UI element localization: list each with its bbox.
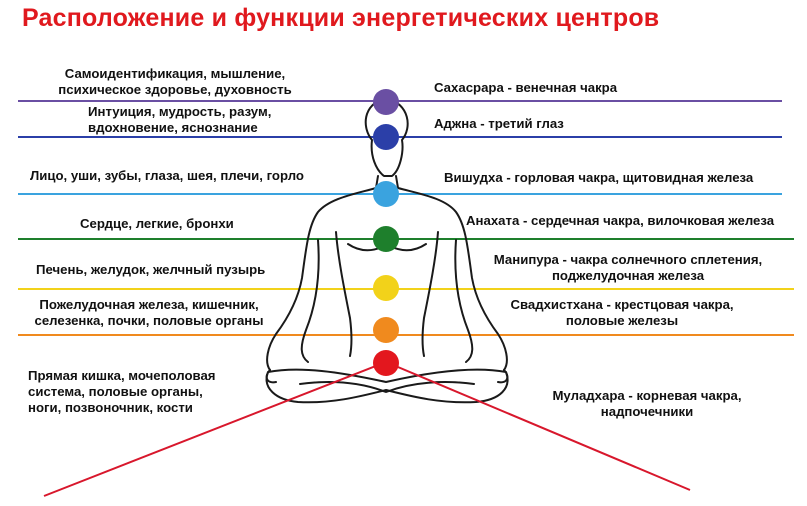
anahata-line — [18, 238, 794, 240]
left-label-line: Прямая кишка, мочеполовая — [28, 368, 216, 383]
right-label-line: половые железы — [565, 313, 679, 328]
right-label-vishuddha: Вишудха - горловая чакра, щитовидная жел… — [444, 170, 753, 186]
left-label-line: ноги, позвоночник, кости — [28, 400, 193, 415]
right-label-line: Манипура - чакра солнечного сплетения, — [493, 252, 763, 267]
right-label-svadhisthana: Свадхистхана - крестцовая чакра, половые… — [494, 297, 750, 329]
chakra-ajna — [373, 124, 399, 150]
left-label-line: Лицо, уши, зубы, глаза, шея, плечи, горл… — [30, 168, 304, 183]
left-label-line: селезенка, почки, половые органы — [34, 313, 264, 328]
right-label-line: Сахасрара - венечная чакра — [434, 80, 618, 95]
right-label-anahata: Анахата - сердечная чакра, вилочковая же… — [466, 213, 774, 229]
left-label-anahata: Сердце, легкие, бронхи — [80, 216, 234, 232]
left-label-muladhara: Прямая кишка, мочеполовая система, полов… — [28, 368, 216, 416]
right-label-line: Свадхистхана - крестцовая чакра, — [510, 297, 734, 312]
ajna-line — [18, 136, 782, 138]
right-label-sahasrara: Сахасрара - венечная чакра — [434, 80, 617, 96]
root-line-left — [43, 361, 387, 497]
right-label-line: надпочечники — [600, 404, 694, 419]
left-label-line: Печень, желудок, желчный пузырь — [36, 262, 266, 277]
left-label-line: Интуиция, мудрость, разум, — [88, 104, 272, 119]
right-label-line: Аджна - третий глаз — [434, 116, 564, 131]
chakra-vishuddha — [373, 181, 399, 207]
svadhisthana-line — [18, 334, 794, 336]
sahasrara-line — [18, 100, 782, 102]
left-label-vishuddha: Лицо, уши, зубы, глаза, шея, плечи, горл… — [30, 168, 304, 184]
left-label-svadhisthana: Пожелудочная железа, кишечник, селезенка… — [22, 297, 276, 329]
right-label-line: Вишудха - горловая чакра, щитовидная жел… — [444, 170, 754, 185]
left-label-line: Пожелудочная железа, кишечник, — [39, 297, 259, 312]
root-line-right — [385, 361, 691, 491]
vishuddha-line — [18, 193, 782, 195]
left-label-ajna: Интуиция, мудрость, разум, вдохновение, … — [88, 104, 271, 136]
right-label-line: Анахата - сердечная чакра, вилочковая же… — [466, 213, 775, 228]
left-label-line: Самоидентификация, мышление, — [64, 66, 286, 81]
left-label-line: вдохновение, яснознание — [88, 120, 258, 135]
chakra-svadhisthana — [373, 317, 399, 343]
left-label-line: психическое здоровье, духовность — [58, 82, 292, 97]
left-label-line: система, половые органы, — [28, 384, 203, 399]
chakra-sahasrara — [373, 89, 399, 115]
right-label-ajna: Аджна - третий глаз — [434, 116, 564, 132]
chakra-muladhara — [373, 350, 399, 376]
right-label-line: Муладхара - корневая чакра, — [552, 388, 742, 403]
left-label-manipura: Печень, желудок, желчный пузырь — [36, 262, 265, 278]
right-label-line: поджелудочная железа — [551, 268, 705, 283]
right-label-muladhara: Муладхара - корневая чакра, надпочечники — [540, 388, 754, 420]
left-label-sahasrara: Самоидентификация, мышление, психическое… — [48, 66, 302, 98]
right-label-manipura: Манипура - чакра солнечного сплетения, п… — [480, 252, 776, 284]
chakra-anahata — [373, 226, 399, 252]
left-label-line: Сердце, легкие, бронхи — [80, 216, 234, 231]
manipura-line — [18, 288, 794, 290]
diagram-title: Расположение и функции энергетических це… — [22, 4, 660, 32]
chakra-manipura — [373, 275, 399, 301]
